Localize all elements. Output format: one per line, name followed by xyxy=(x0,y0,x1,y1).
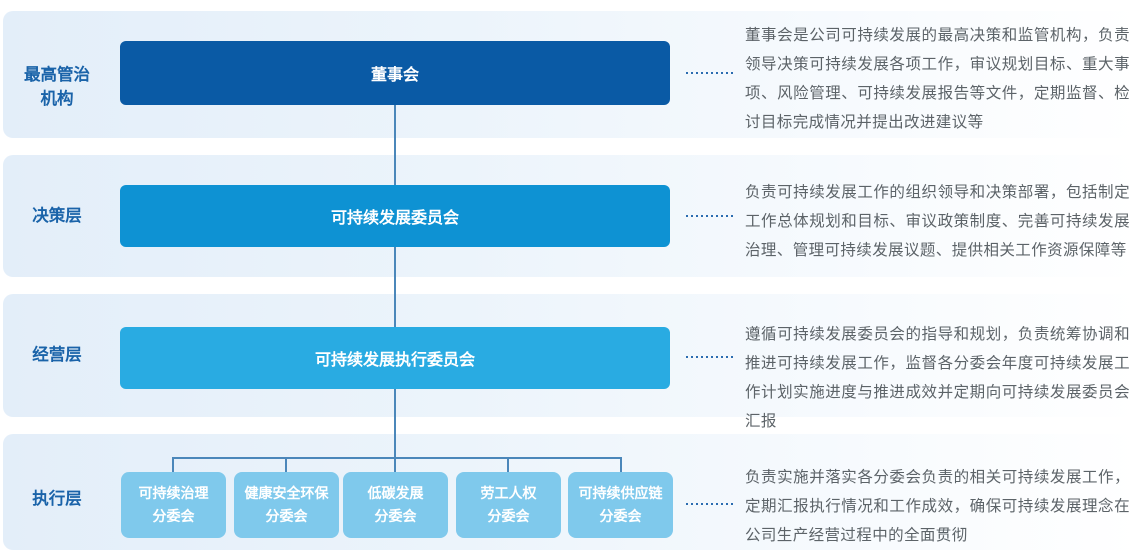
subcommittee-box-governance: 可持续治理 分委会 xyxy=(121,472,226,538)
dotted-leader-4 xyxy=(686,503,733,505)
level-description-operation: 遵循可持续发展委员会的指导和规划，负责统筹协调和推进可持续发展工作，监督各分委会… xyxy=(745,326,1130,430)
dotted-leader-2 xyxy=(686,215,733,217)
connector-board-to-committee xyxy=(394,105,396,185)
level-label-decision: 决策层 xyxy=(32,207,82,225)
level-label-operation: 经营层 xyxy=(32,346,82,364)
subcommittee-box-low-carbon: 低碳发展 分委会 xyxy=(343,472,448,538)
level-description-decision: 负责可持续发展工作的组织领导和决策部署，包括制定工作总体规划和目标、审议政策制度… xyxy=(745,184,1130,259)
connector-branch-horizontal xyxy=(172,457,622,459)
subcommittee-box-hse: 健康安全环保 分委会 xyxy=(234,472,339,538)
level-description-governance: 董事会是公司可持续发展的最高决策和监管机构，负责领导决策可持续发展各项工作，审议… xyxy=(745,27,1130,131)
dotted-leader-3 xyxy=(686,356,733,358)
connector-stub-5 xyxy=(620,458,622,473)
connector-committee-to-exec xyxy=(394,247,396,327)
subcommittee-box-supply-chain: 可持续供应链 分委会 xyxy=(568,472,673,538)
org-box-board-of-directors: 董事会 xyxy=(120,41,670,105)
connector-stub-1 xyxy=(172,458,174,473)
connector-exec-to-branch xyxy=(394,389,396,458)
subcommittee-box-labor-rights: 劳工人权 分委会 xyxy=(456,472,561,538)
org-box-sustainability-committee: 可持续发展委员会 xyxy=(120,185,670,247)
level-label-execution: 执行层 xyxy=(32,490,82,508)
connector-stub-4 xyxy=(507,458,509,473)
level-description-execution: 负责实施并落实各分委会负责的相关可持续发展工作，定期汇报执行情况和工作成效，确保… xyxy=(745,469,1130,544)
org-box-executive-committee: 可持续发展执行委员会 xyxy=(120,327,670,389)
connector-stub-3 xyxy=(394,458,396,473)
dotted-leader-1 xyxy=(686,72,733,74)
connector-stub-2 xyxy=(285,458,287,473)
level-label-governance: 最高管治 机构 xyxy=(24,66,90,108)
